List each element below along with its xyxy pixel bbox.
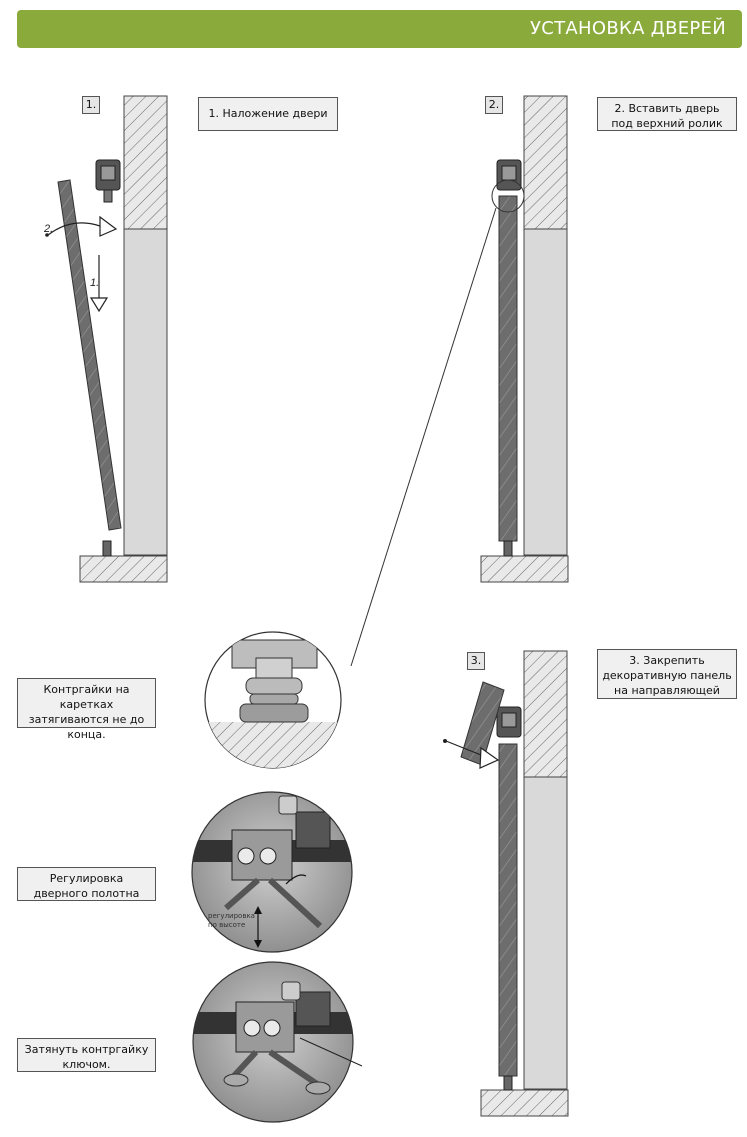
detail-circle-tighten [192,961,363,1123]
step-1-drawing [45,95,168,583]
step-2-caption: 2. Вставить дверь под верхний ролик [597,97,737,131]
section-banner: УСТАНОВКА ДВЕРЕЙ [17,10,742,48]
arrow-swing-label: 2. [43,223,53,235]
step-3-drawing [443,650,569,1117]
step-1-caption: 1. Наложение двери [198,97,338,131]
arrow-down-label: 1. [90,277,99,289]
note-door-adjust: Регулировка дверного полотна [17,867,156,901]
step-3-caption: 3. Закрепить декоративную панель на напр… [597,649,737,699]
page-title: УСТАНОВКА ДВЕРЕЙ [530,18,726,39]
step-3-number: 3. [467,652,485,670]
note-tighten-locknut: Затянуть контргайку ключом. [17,1038,156,1072]
step-2-drawing [350,95,569,667]
step-2-number: 2. [485,96,503,114]
note-locknuts: Контргайки на каретках затягиваются не д… [17,678,156,741]
height-adjust-label: регулировка по высоте [208,912,255,929]
detail-circle-adjust [191,791,353,953]
detail-circle-locknut [204,631,342,769]
step-1-number: 1. [82,96,100,114]
